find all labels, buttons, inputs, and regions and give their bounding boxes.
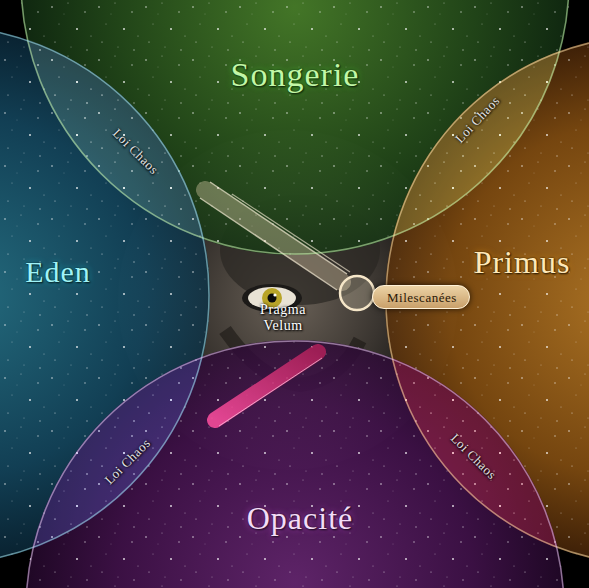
region-border — [386, 36, 589, 564]
lens-tag: Milescanées — [372, 285, 470, 309]
region-name: Opacité — [247, 500, 354, 537]
region-circle: Eden — [0, 25, 210, 565]
overlap-label: Loi Chaos — [453, 94, 504, 147]
region-title-wrap: Primus — [474, 244, 571, 281]
region-title-wrap: Eden — [25, 255, 91, 289]
overlap-label: Loi Chaos — [109, 126, 161, 178]
region-name: Songerie — [231, 56, 360, 94]
veil-label: Pragma Velum — [252, 302, 314, 334]
region-border — [0, 26, 209, 564]
region-name: Primus — [474, 244, 571, 281]
region-name: Eden — [25, 255, 91, 289]
region-outline — [0, 25, 210, 565]
region-border — [26, 341, 564, 588]
region-title-wrap: Opacité — [247, 500, 354, 537]
tag-text: Milescanées — [387, 290, 457, 306]
region-border — [21, 0, 569, 254]
overlap-label: Loi Chaos — [447, 431, 499, 483]
region-outline — [20, 0, 570, 255]
overlap-label: Loi Chaos — [102, 436, 154, 488]
region-title-wrap: Songerie — [231, 56, 360, 94]
region-circle: Songerie — [20, 0, 570, 255]
